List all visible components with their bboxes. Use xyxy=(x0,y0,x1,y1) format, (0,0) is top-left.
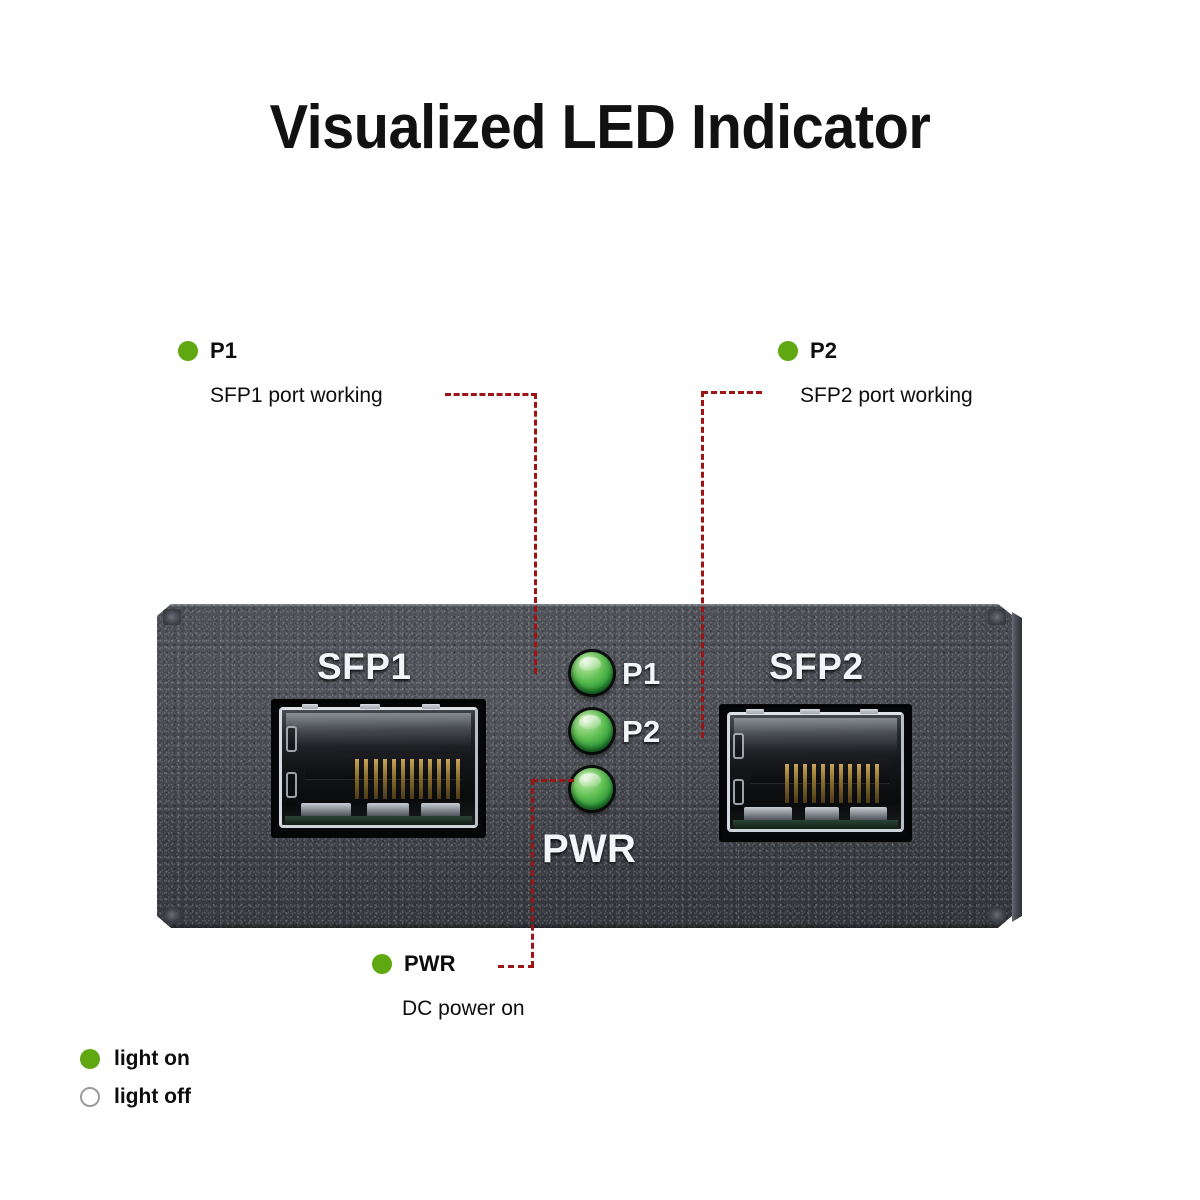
callout-p2-name: P2 xyxy=(810,338,838,363)
callout-p1-name: P1 xyxy=(210,338,238,363)
sfp1-spring-clip xyxy=(286,726,297,752)
sfp2-rim-tab xyxy=(800,709,820,714)
corner-screw-notch xyxy=(163,907,181,923)
sfp1-rim-tab xyxy=(302,704,318,709)
corner-screw-notch xyxy=(988,907,1006,923)
led-p1 xyxy=(571,652,613,694)
leader-line-pwr-bottom xyxy=(498,965,534,968)
sfp2-spring-clip xyxy=(733,733,744,759)
leader-line-p1-horizontal xyxy=(445,393,537,396)
sfp1-rim-tab xyxy=(422,704,440,709)
legend-item-light-off: light off xyxy=(80,1078,191,1116)
sfp1-bottom-latch xyxy=(420,803,460,816)
sfp2-bottom-latch xyxy=(743,807,792,820)
panel-right-side-wall xyxy=(1012,612,1022,922)
sfp2-port-cage[interactable] xyxy=(720,705,911,841)
legend-label-light-on: light on xyxy=(114,1047,190,1070)
panel-top-edge xyxy=(171,604,998,607)
leader-line-p2-vertical xyxy=(701,391,704,738)
leader-line-pwr-top-stub xyxy=(532,779,574,782)
sfp1-bottom-latch xyxy=(301,803,352,816)
green-dot-icon xyxy=(778,341,798,361)
sfp1-bottom-latch xyxy=(366,803,410,816)
led-pwr xyxy=(571,768,613,810)
legend-label-light-off: light off xyxy=(114,1085,191,1108)
callout-p1-head: P1 xyxy=(178,338,383,364)
callout-p1-description: SFP1 port working xyxy=(210,384,383,407)
sfp2-pcb-edge xyxy=(733,820,898,829)
callout-p2-head: P2 xyxy=(778,338,973,364)
port-label-sfp1: SFP1 xyxy=(317,646,412,687)
sfp2-cage-frame xyxy=(727,712,904,832)
sfp2-cage-roof-sheen xyxy=(734,718,897,760)
callout-p2: P2 SFP2 port working xyxy=(778,338,973,408)
green-dot-icon xyxy=(372,954,392,974)
corner-screw-notch xyxy=(163,609,181,625)
leader-line-p1-vertical xyxy=(534,393,537,674)
sfp1-rim-tab xyxy=(360,704,380,709)
filled-green-circle-icon xyxy=(80,1049,100,1069)
callout-pwr-description: DC power on xyxy=(402,997,525,1020)
sfp1-contact-pins xyxy=(355,759,460,799)
callout-p2-description: SFP2 port working xyxy=(800,384,973,407)
sfp2-bottom-latch xyxy=(849,807,888,820)
sfp2-spring-clip xyxy=(733,779,744,805)
led-label-p1: P1 xyxy=(622,656,661,691)
sfp2-rim-tab xyxy=(746,709,764,714)
led-label-p2: P2 xyxy=(622,714,661,749)
sfp1-cage-frame xyxy=(279,707,478,828)
legend-item-light-on: light on xyxy=(80,1040,191,1078)
callout-pwr-name: PWR xyxy=(404,951,456,976)
led-p2 xyxy=(571,710,613,752)
leader-line-pwr-vertical xyxy=(531,779,534,967)
callout-pwr: PWR DC power on xyxy=(372,951,525,1021)
page-title: Visualized LED Indicator xyxy=(269,93,931,162)
device-front-panel: SFP1 SFP2 xyxy=(157,604,1022,928)
sfp2-bottom-latch xyxy=(805,807,840,820)
green-dot-icon xyxy=(178,341,198,361)
callout-pwr-head: PWR xyxy=(372,951,525,977)
sfp1-spring-clip xyxy=(286,772,297,798)
callout-p1: P1 SFP1 port working xyxy=(178,338,383,408)
sfp2-rim-tab xyxy=(860,709,878,714)
port-label-sfp2: SFP2 xyxy=(769,646,864,687)
leader-line-p2-horizontal xyxy=(702,391,762,394)
panel-bottom-edge xyxy=(171,924,998,928)
sfp1-pcb-edge xyxy=(285,816,472,825)
sfp2-contact-pins xyxy=(784,764,879,803)
legend: light on light off xyxy=(80,1040,191,1116)
sfp1-cage-roof-sheen xyxy=(286,713,471,755)
led-label-pwr: PWR xyxy=(542,827,637,871)
sfp1-port-cage[interactable] xyxy=(272,700,485,837)
corner-screw-notch xyxy=(988,609,1006,625)
hollow-circle-icon xyxy=(80,1087,100,1107)
